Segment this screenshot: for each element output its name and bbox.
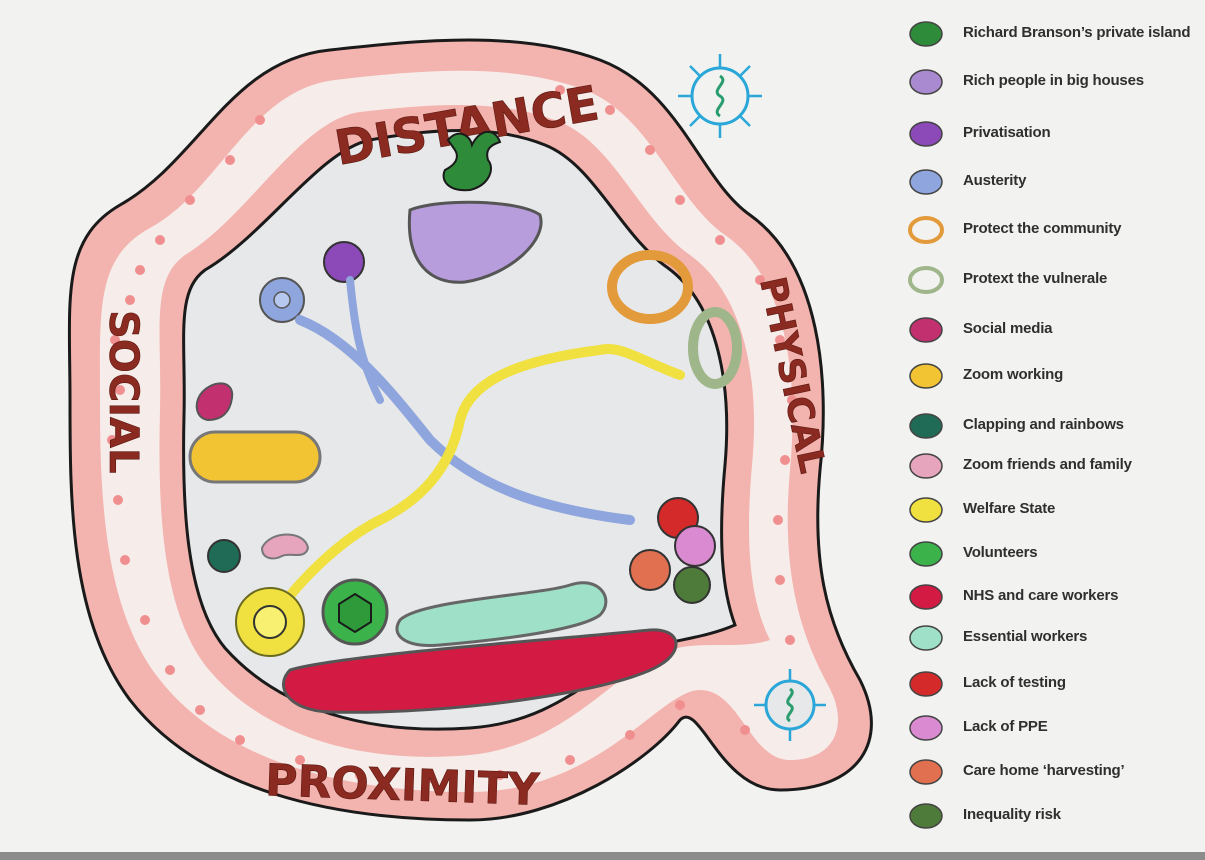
legend-label: Welfare State	[963, 500, 1056, 517]
testing-icon	[909, 671, 943, 697]
zoom-friends-icon	[260, 533, 310, 560]
volunteers-icon	[321, 578, 389, 646]
virus-icon	[754, 669, 826, 741]
care-home-icon	[629, 549, 671, 591]
legend-label: Care home ‘harvesting’	[963, 762, 1125, 779]
legend-label: Richard Branson’s private island	[963, 24, 1191, 41]
essential-icon	[395, 581, 608, 647]
care-home-icon	[909, 759, 943, 785]
legend-item: Lack of testing	[900, 664, 1200, 704]
clapping-icon	[207, 539, 241, 573]
social-media-icon	[195, 382, 234, 422]
house-icon	[909, 69, 943, 95]
virus-icon	[678, 54, 762, 138]
privatisation-branch	[346, 276, 384, 404]
legend-item: Lack of PPE	[900, 708, 1200, 748]
legend-label: Rich people in big houses	[963, 72, 1144, 89]
legend-label: NHS and care workers	[963, 587, 1119, 604]
welfare-branch	[270, 344, 685, 620]
inequality-icon	[673, 566, 711, 604]
zoom-friends-icon	[909, 453, 943, 479]
legend-item: Care home ‘harvesting’	[900, 752, 1200, 792]
legend-label: Social media	[963, 320, 1053, 337]
legend-label: Essential workers	[963, 628, 1088, 645]
legend-label: Austerity	[963, 172, 1027, 189]
legend-item: Richard Branson’s private island	[900, 14, 1200, 54]
legend-label: Clapping and rainbows	[963, 416, 1124, 433]
legend-item: Zoom working	[900, 356, 1200, 396]
welfare-icon	[909, 497, 943, 523]
ppe-icon	[909, 715, 943, 741]
legend-label: Volunteers	[963, 544, 1038, 561]
legend-label: Lack of testing	[963, 674, 1066, 691]
legend-item: Protect the community	[900, 210, 1200, 250]
legend-label: Privatisation	[963, 124, 1051, 141]
blue-spiky-icon	[909, 169, 943, 195]
volunteers-icon	[909, 541, 943, 567]
austerity-branch	[295, 315, 635, 525]
inequality-icon	[909, 803, 943, 829]
orange-ring-icon	[908, 216, 944, 244]
legend-item: Clapping and rainbows	[900, 406, 1200, 446]
island-icon	[442, 130, 502, 192]
legend-label: Zoom working	[963, 366, 1064, 383]
legend-item: Protext the vulnerale	[900, 260, 1200, 300]
word-proximity: PROXIMITY	[264, 755, 541, 816]
legend-item: Rich people in big houses	[900, 62, 1200, 102]
legend-label: Protect the community	[963, 220, 1122, 237]
legend-label: Zoom friends and family	[963, 456, 1132, 473]
legend-item: Welfare State	[900, 490, 1200, 530]
legend-item: Volunteers	[900, 534, 1200, 574]
welfare-icon	[235, 587, 305, 657]
essential-icon	[909, 625, 943, 651]
legend-label: Lack of PPE	[963, 718, 1048, 735]
purple-spiky-icon	[909, 121, 943, 147]
legend-item: NHS and care workers	[900, 577, 1200, 617]
legend-item: Zoom friends and family	[900, 446, 1200, 486]
nhs-icon	[909, 584, 943, 610]
cell-illustration: DISTANCE SOCIAL PHYSICAL PROXIMITY	[67, 38, 873, 822]
house-icon	[407, 200, 543, 284]
legend-item: Austerity	[900, 162, 1200, 202]
clapping-icon	[909, 413, 943, 439]
blue-spiky-icon	[259, 277, 305, 323]
bottom-edge	[0, 852, 1205, 860]
ppe-icon	[674, 525, 716, 567]
legend-item: Social media	[900, 310, 1200, 350]
legend-item: Essential workers	[900, 618, 1200, 658]
orange-ring-icon	[607, 250, 693, 324]
legend-item: Inequality risk	[900, 796, 1200, 836]
zoom-working-icon	[188, 430, 322, 484]
word-social: SOCIAL	[100, 310, 146, 474]
legend-item: Privatisation	[900, 114, 1200, 154]
legend-label: Protext the vulnerale	[963, 270, 1108, 287]
nhs-icon	[282, 628, 678, 714]
social-media-icon	[909, 317, 943, 343]
green-ring-icon	[908, 266, 944, 294]
island-icon	[909, 21, 943, 47]
legend-label: Inequality risk	[963, 806, 1061, 823]
zoom-working-icon	[909, 363, 943, 389]
purple-spiky-icon	[323, 241, 365, 283]
green-ring-icon	[688, 307, 742, 389]
